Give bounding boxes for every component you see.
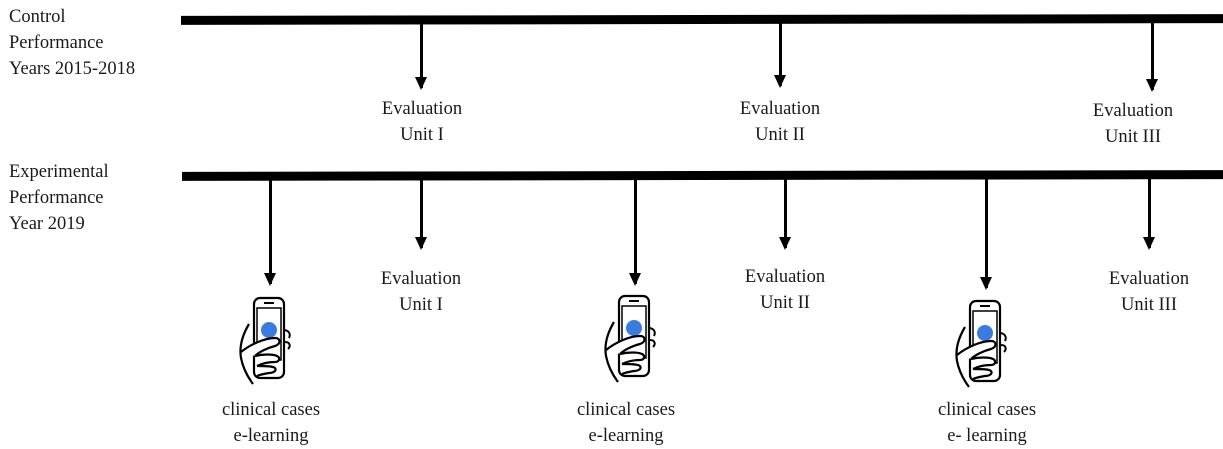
experimental-arrow-unit-2 — [779, 178, 791, 250]
elearning-arrow-1 — [264, 178, 276, 286]
caption-line-1: clinical cases — [937, 400, 1037, 420]
elearning-caption-3: clinical cases e- learning — [902, 397, 1072, 449]
experimental-label-line-2: Performance — [9, 188, 104, 208]
control-label-line-3: Years 2015-2018 — [9, 59, 136, 79]
smartphone-hand-icon — [604, 294, 656, 383]
caption-line-2: e-learning — [588, 426, 664, 446]
caption-line-1: clinical cases — [221, 400, 321, 420]
experimental-evaluation-unit-3: Evaluation Unit III — [1064, 266, 1223, 318]
control-label-line-1: Control — [9, 7, 66, 27]
smartphone-hand-icon — [955, 299, 1007, 388]
elearning-caption-2: clinical cases e-learning — [541, 397, 711, 449]
control-arrow-unit-2 — [774, 20, 786, 88]
caption-line-1: Evaluation — [1092, 101, 1174, 121]
experimental-evaluation-unit-2: Evaluation Unit II — [700, 264, 870, 316]
caption-line-1: Evaluation — [744, 267, 826, 287]
experimental-arrow-unit-1 — [415, 178, 427, 250]
caption-line-2: Unit III — [1121, 295, 1177, 315]
experimental-row-label: Experimental Performance Year 2019 — [9, 159, 109, 237]
control-arrow-unit-3 — [1146, 18, 1158, 92]
caption-line-2: e- learning — [947, 426, 1027, 446]
smartphone-hand-icon — [239, 296, 291, 385]
control-evaluation-unit-1: Evaluation Unit I — [337, 96, 507, 148]
caption-line-2: e-learning — [233, 426, 309, 446]
control-row-label: Control Performance Years 2015-2018 — [9, 4, 135, 82]
experimental-arrow-unit-3 — [1143, 178, 1155, 250]
experimental-label-line-3: Year 2019 — [9, 214, 85, 234]
experimental-evaluation-unit-1: Evaluation Unit I — [336, 266, 506, 318]
elearning-caption-1: clinical cases e-learning — [186, 397, 356, 449]
caption-line-1: clinical cases — [576, 400, 676, 420]
control-label-line-2: Performance — [9, 33, 104, 53]
caption-line-1: Evaluation — [1108, 269, 1190, 289]
control-timeline — [180, 14, 1223, 25]
elearning-arrow-2 — [629, 178, 641, 286]
caption-line-2: Unit I — [399, 295, 443, 315]
caption-line-2: Unit II — [755, 125, 805, 145]
caption-line-1: Evaluation — [381, 99, 463, 119]
elearning-arrow-3 — [980, 178, 992, 290]
control-evaluation-unit-3: Evaluation Unit III — [1048, 98, 1218, 150]
control-arrow-unit-1 — [415, 22, 427, 90]
caption-line-1: Evaluation — [739, 99, 821, 119]
experimental-timeline — [181, 170, 1223, 181]
caption-line-2: Unit II — [760, 293, 810, 313]
control-evaluation-unit-2: Evaluation Unit II — [695, 96, 865, 148]
caption-line-2: Unit III — [1105, 127, 1161, 147]
caption-line-2: Unit I — [400, 125, 444, 145]
experimental-label-line-1: Experimental — [9, 162, 109, 182]
caption-line-1: Evaluation — [380, 269, 462, 289]
